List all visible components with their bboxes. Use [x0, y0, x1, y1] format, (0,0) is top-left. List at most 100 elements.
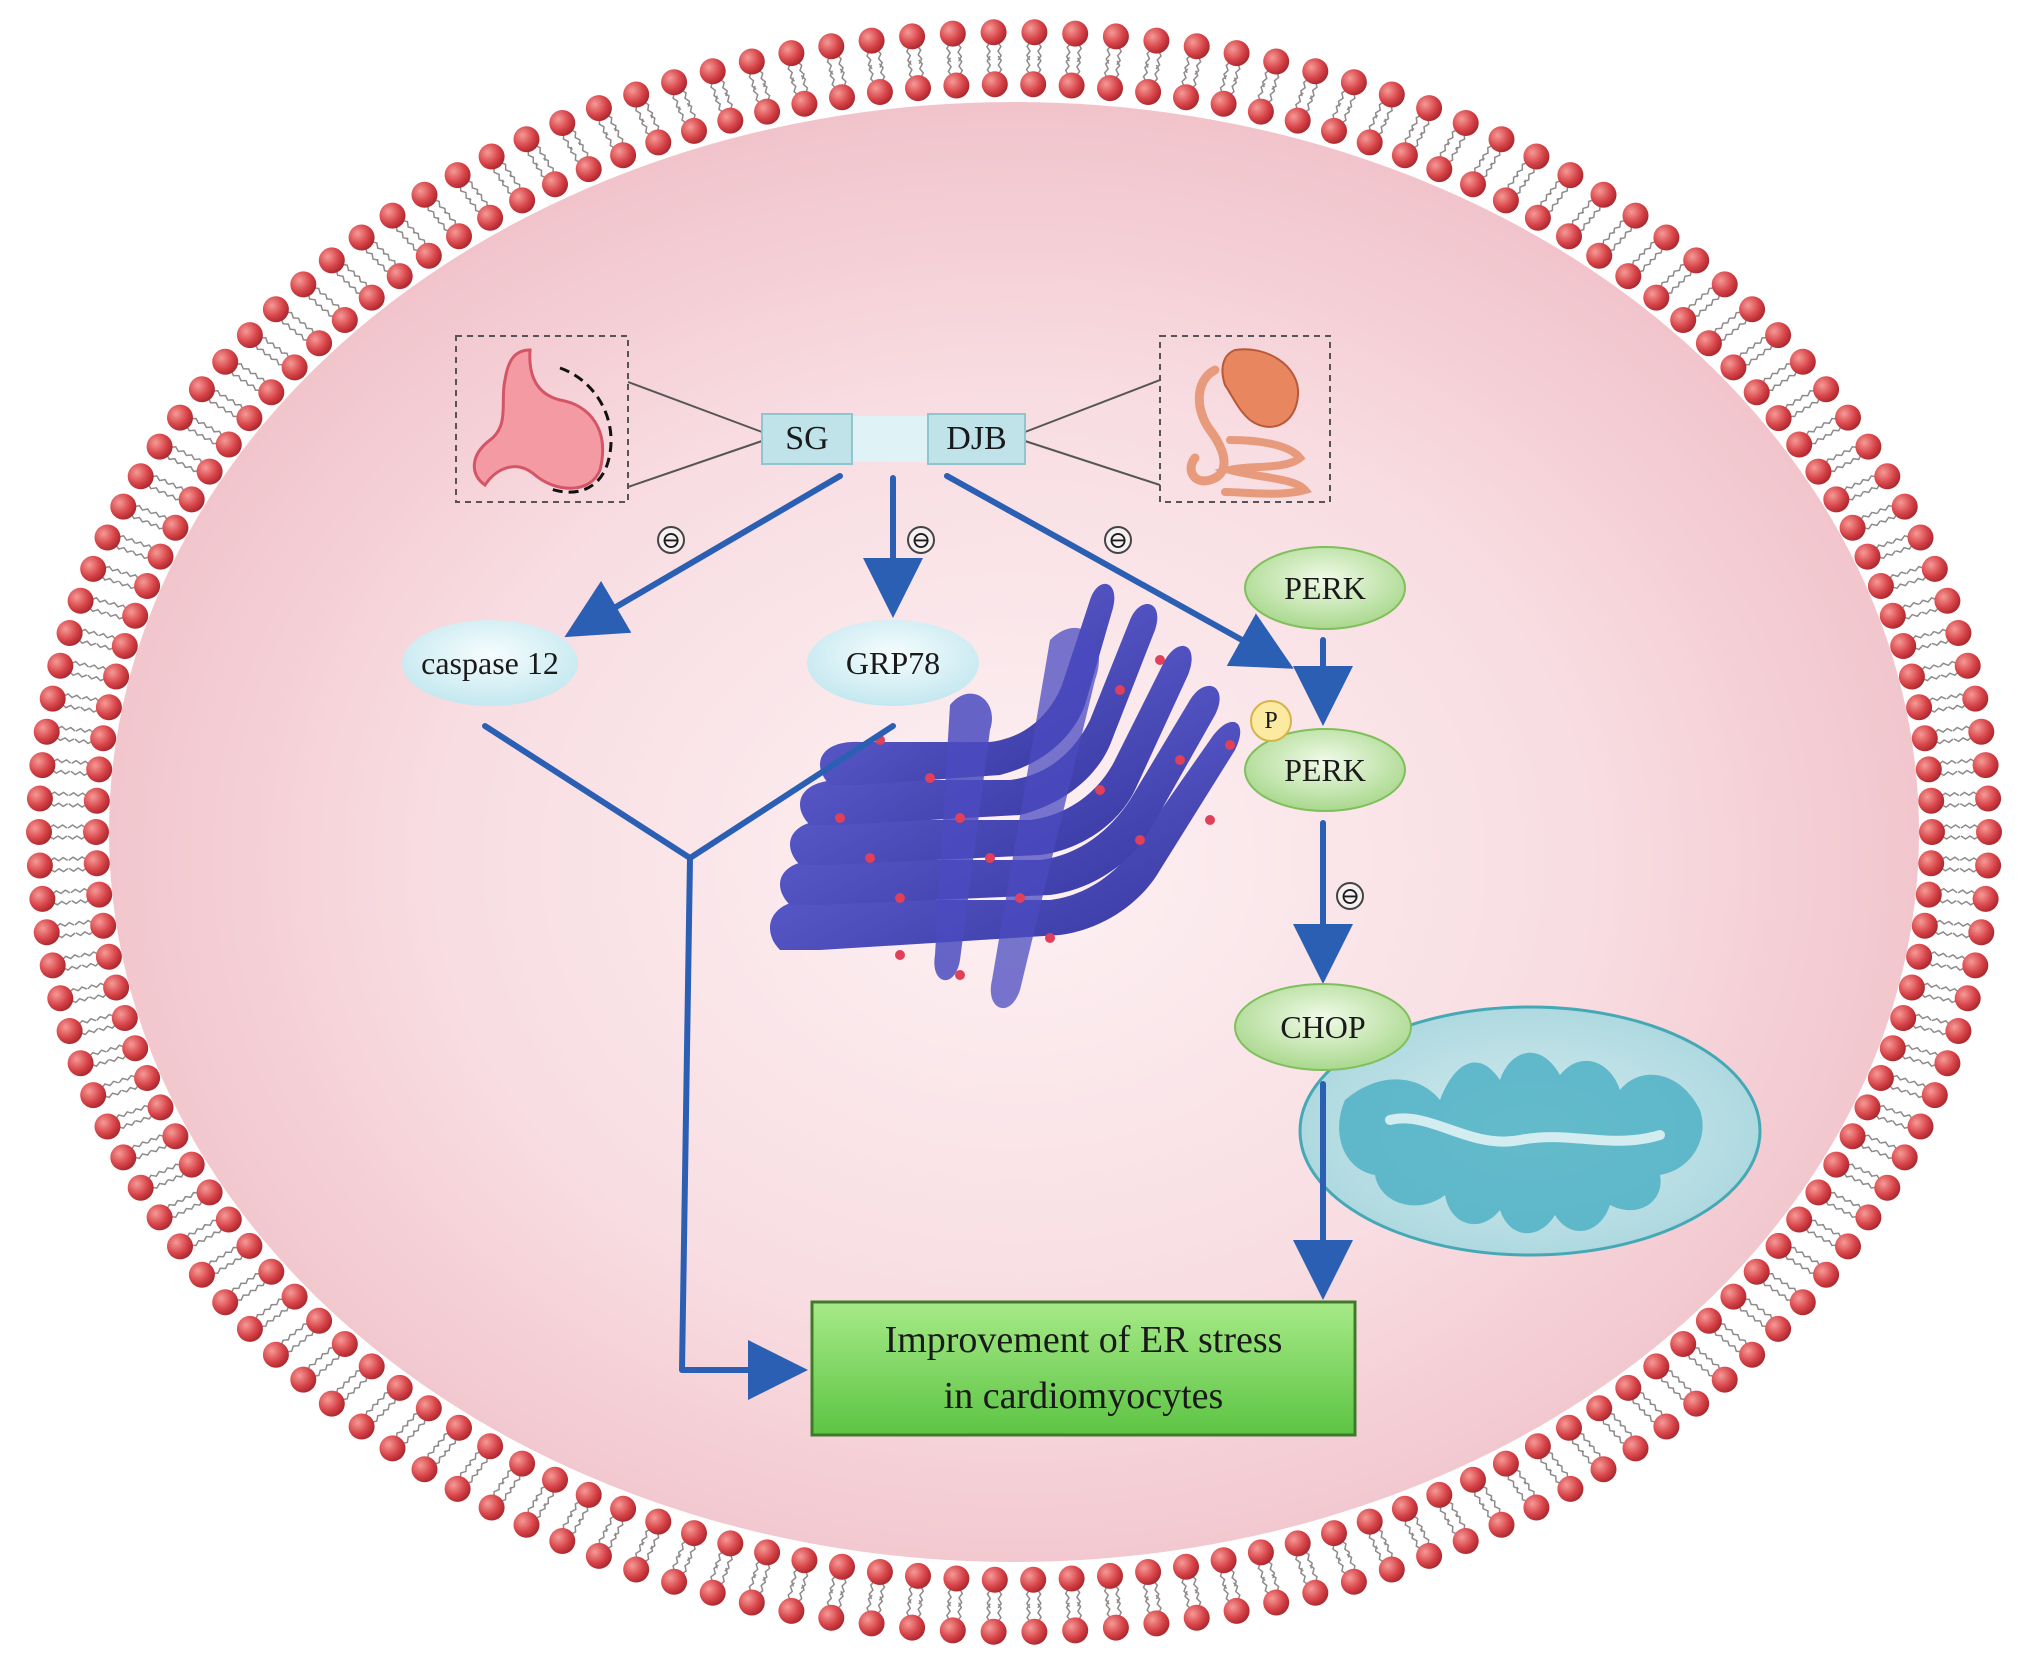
lipid-tail — [147, 1170, 165, 1181]
lipid-head-inner — [645, 129, 672, 156]
lipid-tail — [1065, 42, 1072, 62]
lipid-tail — [876, 1596, 884, 1615]
lipid-head-outer — [26, 785, 53, 812]
lipid-tail — [68, 670, 88, 678]
lipid-tail — [1482, 1503, 1494, 1520]
lipid-tail — [62, 693, 82, 700]
lipid-tail — [459, 185, 472, 201]
lipid-head-outer — [513, 126, 540, 153]
lipid-head-inner — [575, 1481, 602, 1508]
lipid-tail — [227, 399, 244, 410]
lipid-tail — [527, 149, 539, 166]
lipid-tail — [1631, 252, 1646, 267]
lipid-tail — [1507, 1474, 1519, 1490]
lipid-tail — [1516, 1486, 1528, 1503]
lipid-head-outer — [980, 1618, 1007, 1645]
lipid-tail — [98, 632, 117, 641]
lipid-tail — [443, 1437, 457, 1453]
lipid-tail — [1114, 1584, 1121, 1604]
lipid-tail — [1368, 114, 1379, 132]
lipid-tail — [1957, 889, 1977, 895]
lipid-tail — [1784, 399, 1801, 410]
lipid-head-inner — [1867, 573, 1894, 599]
lipid-tail — [1612, 1430, 1626, 1445]
lipid-tail — [1516, 161, 1528, 178]
pathway-arrows — [482, 473, 1353, 1400]
lipid-head-outer — [1183, 1604, 1210, 1631]
lipid-tail — [752, 1560, 761, 1579]
lipid-tail — [1181, 68, 1189, 87]
lipid-tail — [1678, 1380, 1693, 1394]
lipid-tail — [186, 1228, 203, 1239]
lipid-tail — [1447, 146, 1458, 164]
lipid-tail — [876, 49, 884, 68]
lipid-tail — [797, 1584, 805, 1603]
lipid-tail — [997, 41, 1003, 61]
lipid-tail — [1482, 144, 1494, 161]
p-perk-label: PERK — [1284, 751, 1366, 788]
lipid-head-outer — [146, 433, 173, 460]
lipid-head-inner — [83, 787, 110, 814]
lipid-tail — [1931, 1017, 1951, 1026]
outcome-box — [810, 1300, 1357, 1437]
lipid-tail — [427, 1444, 440, 1460]
lipid-tail — [1036, 55, 1042, 75]
lipid-tail — [341, 1387, 356, 1401]
lipid-head-inner — [1670, 1331, 1697, 1357]
lipid-head-inner — [1173, 1553, 1199, 1580]
lipid-tail — [839, 1577, 847, 1596]
lipid-tail — [649, 114, 660, 132]
phosphate-label: P — [1264, 707, 1278, 734]
lipid-tail — [1075, 57, 1082, 77]
lipid-tail — [1859, 511, 1878, 521]
lipid-tail — [1643, 1409, 1657, 1423]
lipid-tail — [133, 1150, 152, 1160]
lipid-tail — [1726, 1340, 1742, 1353]
lipid-head-inner — [829, 84, 855, 111]
lipid-tail — [1829, 1191, 1846, 1202]
lipid-head-outer — [699, 58, 726, 85]
lipid-head-inner — [1915, 756, 1942, 783]
lipid-head-outer — [290, 271, 317, 298]
lipid-head-outer — [1223, 1597, 1250, 1624]
lipid-head-inner — [1284, 107, 1311, 134]
lipid-tail — [1874, 541, 1893, 550]
lipid-tail — [1064, 1588, 1071, 1608]
lipid-tail — [1299, 1567, 1309, 1586]
lipid-tail — [1219, 1570, 1228, 1589]
procedure-bridge — [852, 416, 928, 462]
lipid-tail — [1820, 1236, 1838, 1247]
lipid-tail — [75, 930, 95, 937]
lipid-tail — [55, 921, 75, 928]
lipid-head-outer — [167, 404, 193, 431]
lipid-tail — [1938, 887, 1958, 894]
lipid-head-inner — [1805, 458, 1832, 485]
lipid-head-inner — [446, 223, 472, 250]
lipid-tail — [1957, 769, 1977, 775]
lipid-tail — [1762, 1280, 1778, 1292]
lipid-tail — [1103, 59, 1110, 79]
lipid-head-outer — [1835, 1233, 1861, 1260]
lipid-head-inner — [1839, 514, 1866, 541]
lipid-head-outer — [1874, 463, 1901, 490]
lipid-tail — [91, 597, 110, 605]
lipid-tail — [433, 199, 447, 214]
lipid-tail — [1602, 231, 1616, 246]
lipid-tail — [1799, 1263, 1816, 1274]
lipid-tail — [677, 106, 687, 124]
lipid-head-inner — [306, 1307, 333, 1334]
lipid-head-outer — [318, 1390, 345, 1417]
lipid-tail — [96, 642, 115, 651]
lipid-tail — [681, 89, 691, 107]
lipid-head-outer — [1835, 404, 1861, 431]
lipid-head-outer — [26, 852, 53, 879]
lipid-head-inner — [1643, 1353, 1670, 1380]
lipid-head-inner — [86, 756, 113, 783]
lipid-head-outer — [212, 1289, 239, 1316]
lipid-tail — [147, 1134, 165, 1144]
lipid-tail — [151, 1179, 169, 1189]
lipid-tail — [254, 1308, 271, 1321]
lipid-tail — [326, 1353, 341, 1367]
lipid-tail — [151, 475, 169, 485]
lipid-tail — [677, 1540, 687, 1558]
